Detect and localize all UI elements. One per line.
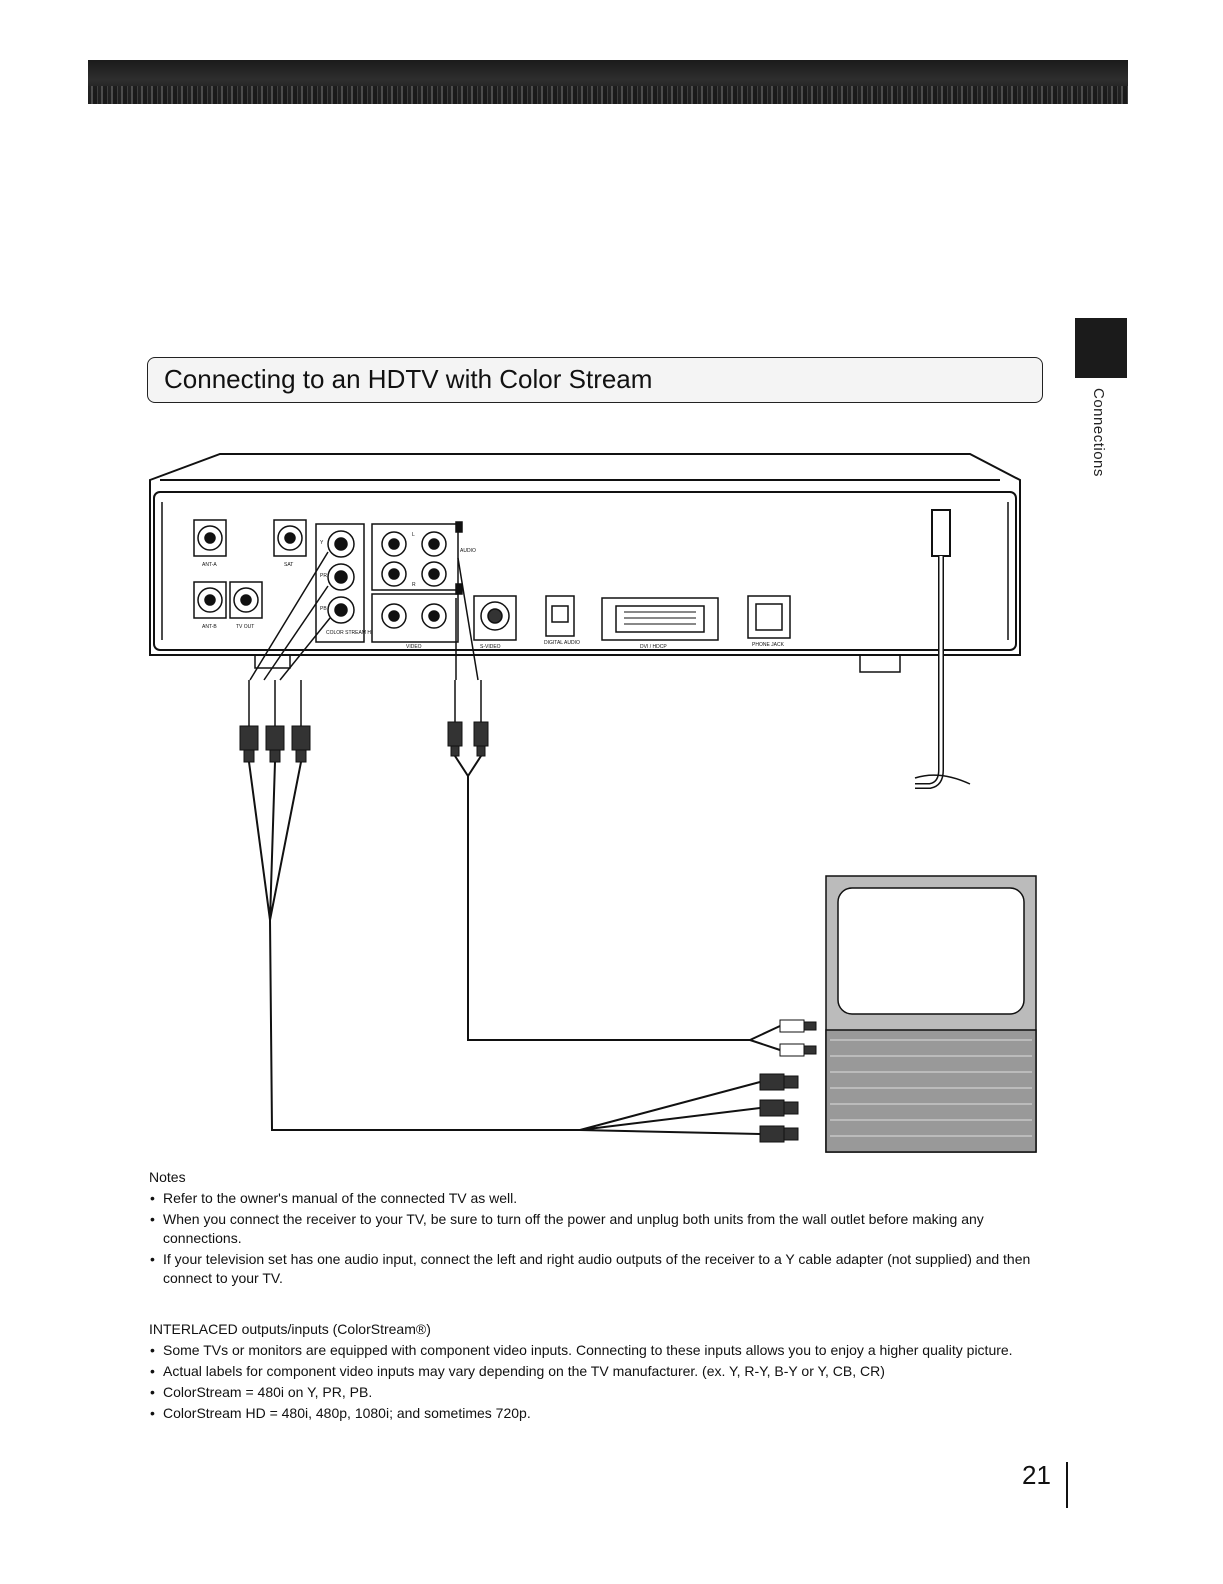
label-r: R: [412, 582, 416, 588]
notes-section: Notes Refer to the owner's manual of the…: [149, 1168, 1039, 1290]
label-svideo: S-VIDEO: [480, 644, 501, 650]
label-phone-jack: PHONE JACK: [752, 642, 785, 648]
list-item: Actual labels for component video inputs…: [149, 1362, 1039, 1381]
audio-video-jacks: [371, 521, 463, 643]
tv-side-plugs: [759, 1019, 817, 1143]
label-audio: AUDIO: [460, 548, 476, 554]
list-item: Refer to the owner's manual of the conne…: [149, 1189, 1039, 1208]
television: [825, 875, 1037, 1153]
header-bar: [88, 60, 1128, 104]
antenna-jacks: [193, 519, 307, 619]
list-item: ColorStream HD = 480i, 480p, 1080i; and …: [149, 1404, 1039, 1423]
page-number-rule: [1066, 1462, 1068, 1508]
label-ant-b: ANT-B: [202, 624, 217, 630]
receiver-rear-panel: [149, 453, 1021, 673]
label-ant-a: ANT-A: [202, 562, 217, 568]
label-sat: SAT: [284, 562, 293, 568]
interlaced-heading: INTERLACED outputs/inputs (ColorStream®): [149, 1321, 431, 1337]
power-cord: [914, 509, 971, 789]
section-tab-marker: [1075, 318, 1127, 378]
audio-plugs: [447, 680, 489, 757]
list-item: If your television set has one audio inp…: [149, 1250, 1039, 1288]
interlaced-section: INTERLACED outputs/inputs (ColorStream®)…: [149, 1320, 1039, 1425]
label-pr: PR: [320, 573, 327, 579]
page-number: 21: [1022, 1460, 1051, 1490]
label-pb: PB: [320, 606, 327, 612]
list-item: When you connect the receiver to your TV…: [149, 1210, 1039, 1248]
phone-jack: [747, 595, 791, 639]
interlaced-list: Some TVs or monitors are equipped with c…: [149, 1341, 1039, 1423]
section-title-box: Connecting to an HDTV with Color Stream: [147, 357, 1043, 403]
component-plugs: [239, 680, 311, 763]
label-colorstream: COLOR STREAM HD: [326, 630, 375, 636]
list-item: ColorStream = 480i on Y, PR, PB.: [149, 1383, 1039, 1402]
section-title: Connecting to an HDTV with Color Stream: [164, 364, 653, 394]
label-tv-out: TV OUT: [236, 624, 254, 630]
dvi-port: [601, 597, 719, 641]
label-y: Y: [320, 540, 324, 546]
connection-arrows: [249, 551, 479, 681]
cables: [248, 755, 781, 1135]
label-dvi: DVI / HDCP: [640, 644, 667, 650]
label-video: VIDEO: [406, 644, 422, 650]
digital-audio-jack: [545, 595, 575, 637]
section-tab-label: Connections: [1090, 388, 1107, 477]
list-item: Some TVs or monitors are equipped with c…: [149, 1341, 1039, 1360]
notes-list: Refer to the owner's manual of the conne…: [149, 1189, 1039, 1288]
label-digital-audio: DIGITAL AUDIO: [544, 640, 580, 646]
svideo-jack: [473, 595, 517, 641]
component-video-jacks: [315, 523, 365, 643]
connection-diagram: ANT-A SAT ANT-B TV OUT Y PR PB COLOR STR…: [149, 453, 1037, 1153]
notes-heading: Notes: [149, 1169, 186, 1185]
label-l: L: [412, 532, 415, 538]
